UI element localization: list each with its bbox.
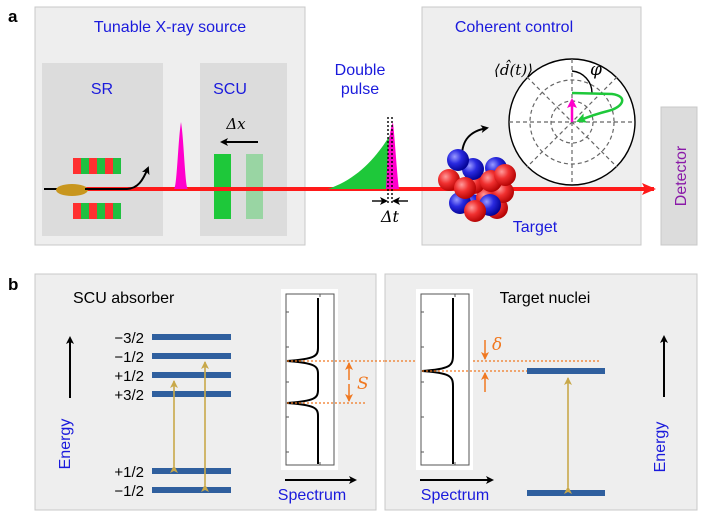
target-label: Target <box>513 219 558 236</box>
sr-label: SR <box>91 81 113 98</box>
level-label-upper-3: +1/2 <box>114 368 144 385</box>
undulator-top-magnets <box>73 158 121 174</box>
scu-spectrum-plot <box>281 289 338 470</box>
target-spectrum-plot <box>416 289 473 470</box>
scu-lower-levels <box>152 468 231 493</box>
scu-foil-ghost <box>246 154 263 219</box>
dipole-label: ⟨d̂(t)⟩ <box>494 60 533 79</box>
target-excited-level <box>527 368 605 374</box>
electron-bunch <box>56 184 88 196</box>
detuning-label: δ <box>492 335 502 355</box>
dipole-trajectory <box>571 91 624 123</box>
undulator-bottom-magnets <box>73 203 121 219</box>
source-title: Tunable X-ray source <box>94 19 246 36</box>
prompt-pulse <box>386 123 399 189</box>
level-label-upper-4: +3/2 <box>114 387 144 404</box>
energy-label-right: Energy <box>652 422 669 473</box>
double-pulse-label-line2: pulse <box>341 81 379 98</box>
detector-label: Detector <box>673 145 690 206</box>
phi-label: φ <box>590 60 602 80</box>
target-nucleus-icon <box>438 149 516 222</box>
scu-upper-levels <box>152 334 231 397</box>
target-ground-level <box>527 490 605 496</box>
delayed-pulse-tail <box>328 135 390 189</box>
coherent-title: Coherent control <box>455 19 573 36</box>
dt-label: Δt <box>380 207 400 226</box>
phi-arc <box>571 70 593 94</box>
spectrum-label-right: Spectrum <box>421 487 489 504</box>
dx-label: Δx <box>225 115 246 133</box>
sr-emission-arrow <box>85 166 150 190</box>
level-label-lower-2: −1/2 <box>114 483 144 500</box>
target-nuclei-title: Target nuclei <box>500 290 591 307</box>
target-nuclei-panel-border <box>384 273 698 511</box>
panel-b-label: b <box>8 275 18 294</box>
sr-pulse <box>174 122 188 189</box>
level-label-upper-2: −1/2 <box>114 349 144 366</box>
energy-label-left: Energy <box>57 419 74 470</box>
detector-box <box>660 106 698 246</box>
level-label-lower-1: +1/2 <box>114 464 144 481</box>
scu-label: SCU <box>213 81 247 98</box>
scu-foil <box>214 154 231 219</box>
splitting-label: S <box>357 374 369 394</box>
panel-a-label: a <box>8 7 18 26</box>
level-label-upper-1: −3/2 <box>114 330 144 347</box>
double-pulse-label-line1: Double <box>335 62 386 79</box>
scu-absorber-title: SCU absorber <box>73 290 175 307</box>
spectrum-label-left: Spectrum <box>278 487 346 504</box>
